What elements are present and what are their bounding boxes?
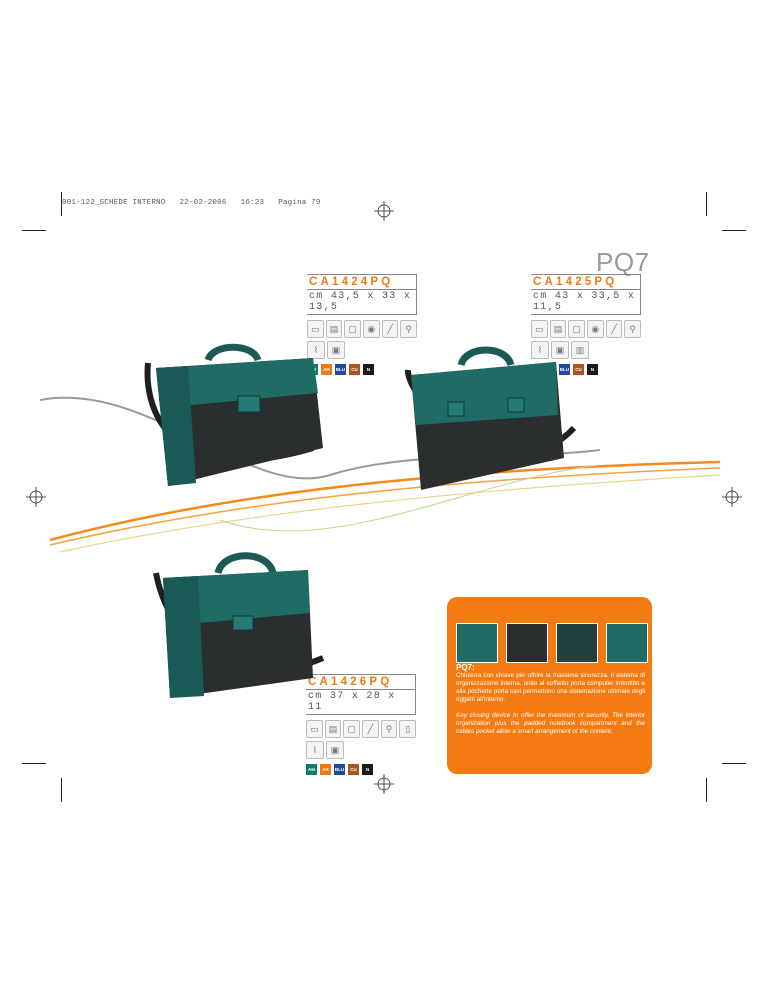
crop-mark [22, 763, 46, 764]
briefcase-image [153, 552, 325, 698]
color-swatch-cu: CU [573, 364, 584, 375]
slug-date: 22-02-2006 [179, 199, 227, 207]
detail-thumbnail [506, 623, 548, 663]
product-card: CA1424PQ cm 43,5 x 33 x 13,5 ▭ ▤ ▢ ◉ ╱ ⚲… [307, 274, 418, 375]
registration-mark-icon [374, 201, 394, 221]
info-title: PQ7: [456, 663, 475, 672]
feature-icons: ▭ ▤ ▢ ◉ ╱ ⚲ [531, 320, 642, 338]
slug-page: Pagina 79 [278, 199, 321, 207]
crop-mark [61, 778, 62, 802]
info-text-italian: Chiusura con chiave per offrire la massi… [456, 672, 645, 704]
briefcase-image [144, 343, 323, 486]
shoulder-strap-icon: ⌇ [531, 341, 549, 359]
registration-mark-icon [374, 774, 394, 794]
crop-mark [722, 230, 746, 231]
feature-icons: ▭ ▤ ▢ ╱ ⚲ ▯ [306, 720, 417, 738]
feature-icons: ▭ ▤ ▢ ◉ ╱ ⚲ [307, 320, 418, 338]
crop-mark [722, 763, 746, 764]
product-dimensions: cm 43 x 33,5 x 11,5 [531, 289, 641, 315]
crop-mark [706, 778, 707, 802]
product-dimensions: cm 37 x 28 x 11 [306, 689, 416, 715]
shoulder-strap-icon: ⌇ [307, 341, 325, 359]
cable-pocket-icon: ▣ [326, 741, 344, 759]
color-swatch-n: N [587, 364, 598, 375]
pocket-icon: ▢ [344, 320, 362, 338]
key-icon: ⚲ [624, 320, 642, 338]
key-icon: ⚲ [400, 320, 418, 338]
document-icon: ▤ [325, 320, 343, 338]
color-swatch-cu: CU [349, 364, 360, 375]
laptop-icon: ▭ [531, 320, 548, 338]
pen-icon: ╱ [381, 320, 399, 338]
color-swatch-blu: BLU [334, 764, 345, 775]
color-swatch-blu: BLU [335, 364, 346, 375]
product-code: CA1425PQ [531, 274, 641, 289]
pen-icon: ╱ [362, 720, 379, 738]
color-swatch-am: AM [306, 764, 317, 775]
product-code: CA1424PQ [307, 274, 417, 289]
detail-thumbnail [606, 623, 648, 663]
slug-file: 001-122_SCHEDE INTERNO [62, 199, 166, 207]
pocket-icon: ▢ [568, 320, 586, 338]
lock-icon: ◉ [363, 320, 380, 338]
detail-thumbnail [456, 623, 498, 663]
product-card: CA1425PQ cm 43 x 33,5 x 11,5 ▭ ▤ ▢ ◉ ╱ ⚲… [531, 274, 642, 375]
shoulder-strap-icon: ⌇ [306, 741, 324, 759]
lock-icon: ◉ [587, 320, 604, 338]
registration-mark-icon [26, 487, 46, 507]
crop-mark [22, 230, 46, 231]
cable-pocket-icon: ▣ [327, 341, 345, 359]
laptop-icon: ▭ [306, 720, 323, 738]
color-swatch-n: N [362, 764, 373, 775]
product-card: CA1426PQ cm 37 x 28 x 11 ▭ ▤ ▢ ╱ ⚲ ▯ ⌇ ▣… [306, 674, 417, 775]
color-swatches: AM AR BLU CU N [306, 764, 416, 775]
pen-icon: ╱ [605, 320, 623, 338]
color-swatch-n: N [363, 364, 374, 375]
series-heading: PQ7 [596, 247, 650, 277]
cable-pocket-icon: ▣ [551, 341, 569, 359]
detail-thumbnails [456, 623, 648, 663]
info-text-english: Key closing device to offer the maximum … [456, 712, 645, 736]
crop-mark [61, 192, 62, 216]
key-icon: ⚲ [380, 720, 398, 738]
color-swatch-blu: BLU [559, 364, 570, 375]
document-icon: ▤ [324, 720, 342, 738]
registration-mark-icon [722, 487, 742, 507]
feature-icons-row2: ⌇ ▣ ▥ [531, 341, 641, 359]
feature-icons-row2: ⌇ ▣ [306, 741, 416, 759]
bottle-icon: ▯ [399, 720, 417, 738]
info-panel: PQ7: Chiusura con chiave per offrire la … [447, 597, 652, 774]
feature-icons-row2: ⌇ ▣ [307, 341, 417, 359]
product-dimensions: cm 43,5 x 33 x 13,5 [307, 289, 417, 315]
document-icon: ▤ [549, 320, 567, 338]
crop-mark [706, 192, 707, 216]
laptop-icon: ▭ [307, 320, 324, 338]
briefcase-image [405, 346, 577, 490]
color-swatch-ar: AR [320, 764, 331, 775]
detail-thumbnail [556, 623, 598, 663]
color-swatch-ar: AR [321, 364, 332, 375]
color-swatch-cu: CU [348, 764, 359, 775]
organizer-icon: ▥ [571, 341, 589, 359]
pocket-icon: ▢ [343, 720, 361, 738]
slug-time: 16:23 [240, 199, 265, 207]
print-slug: 001-122_SCHEDE INTERNO 22-02-2006 16:23 … [62, 199, 321, 207]
product-code: CA1426PQ [306, 674, 416, 689]
